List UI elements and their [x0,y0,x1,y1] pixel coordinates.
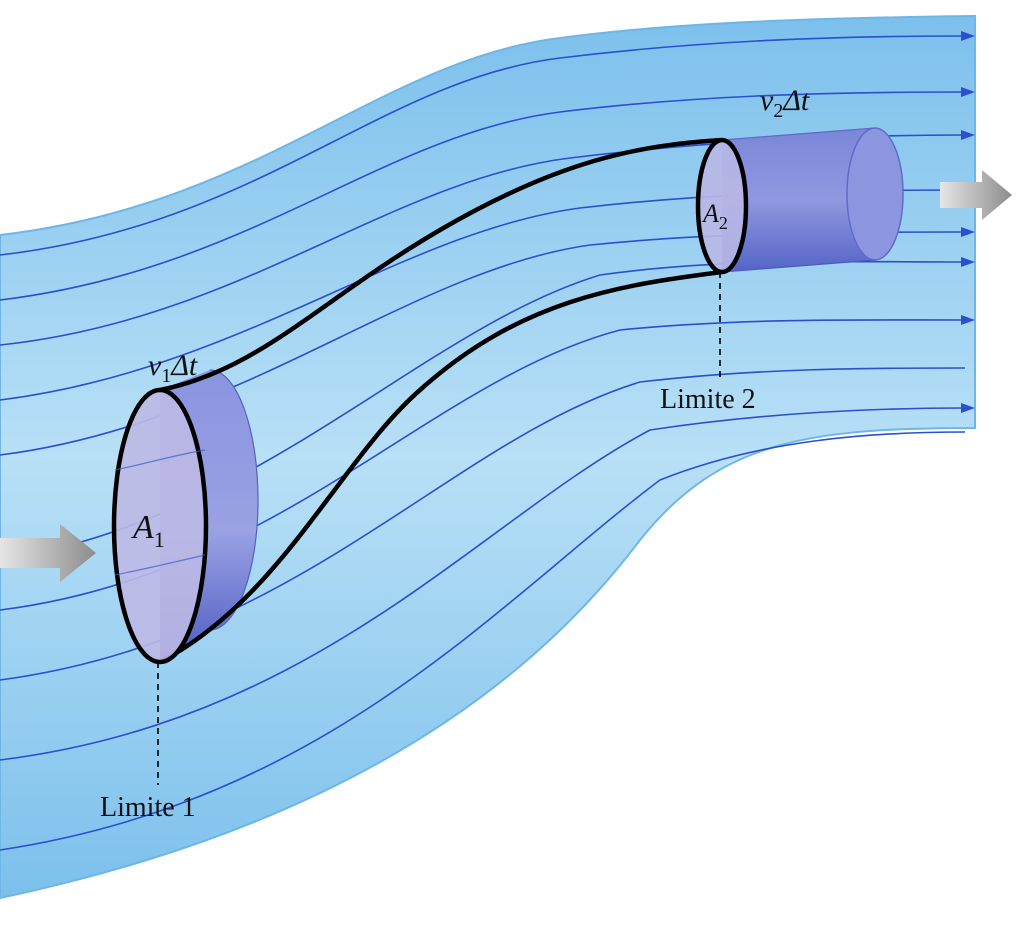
arrowhead-icon [961,227,975,237]
inflow-arrow-icon [0,524,96,582]
outlet-face-a2 [695,137,749,275]
arrowhead-icon [961,31,975,41]
flow-tube-outline [158,137,723,664]
arrowhead-icon [961,87,975,97]
arrowhead-icon [961,257,975,267]
streamline [0,35,966,256]
streamline [0,407,966,761]
streamline-arrowheads [961,31,975,413]
arrowhead-icon [961,403,975,413]
face-streamlines [114,449,206,576]
arrowhead-icon [961,315,975,325]
label-a1: A1 [131,509,165,552]
streamline [0,431,966,851]
inlet-face-a1 [111,387,209,665]
arrowhead-icon [961,130,975,140]
label-limit2: Limite 2 [660,384,756,415]
outlet-cylinder [721,127,904,273]
outflow-arrow-icon [940,170,1012,220]
label-v2-dt: v2Δt [760,84,810,122]
label-limit1: Limite 1 [100,792,196,823]
label-v1-dt: v1Δt [148,349,198,387]
label-a2: A2 [701,199,728,233]
streamline [0,91,966,301]
